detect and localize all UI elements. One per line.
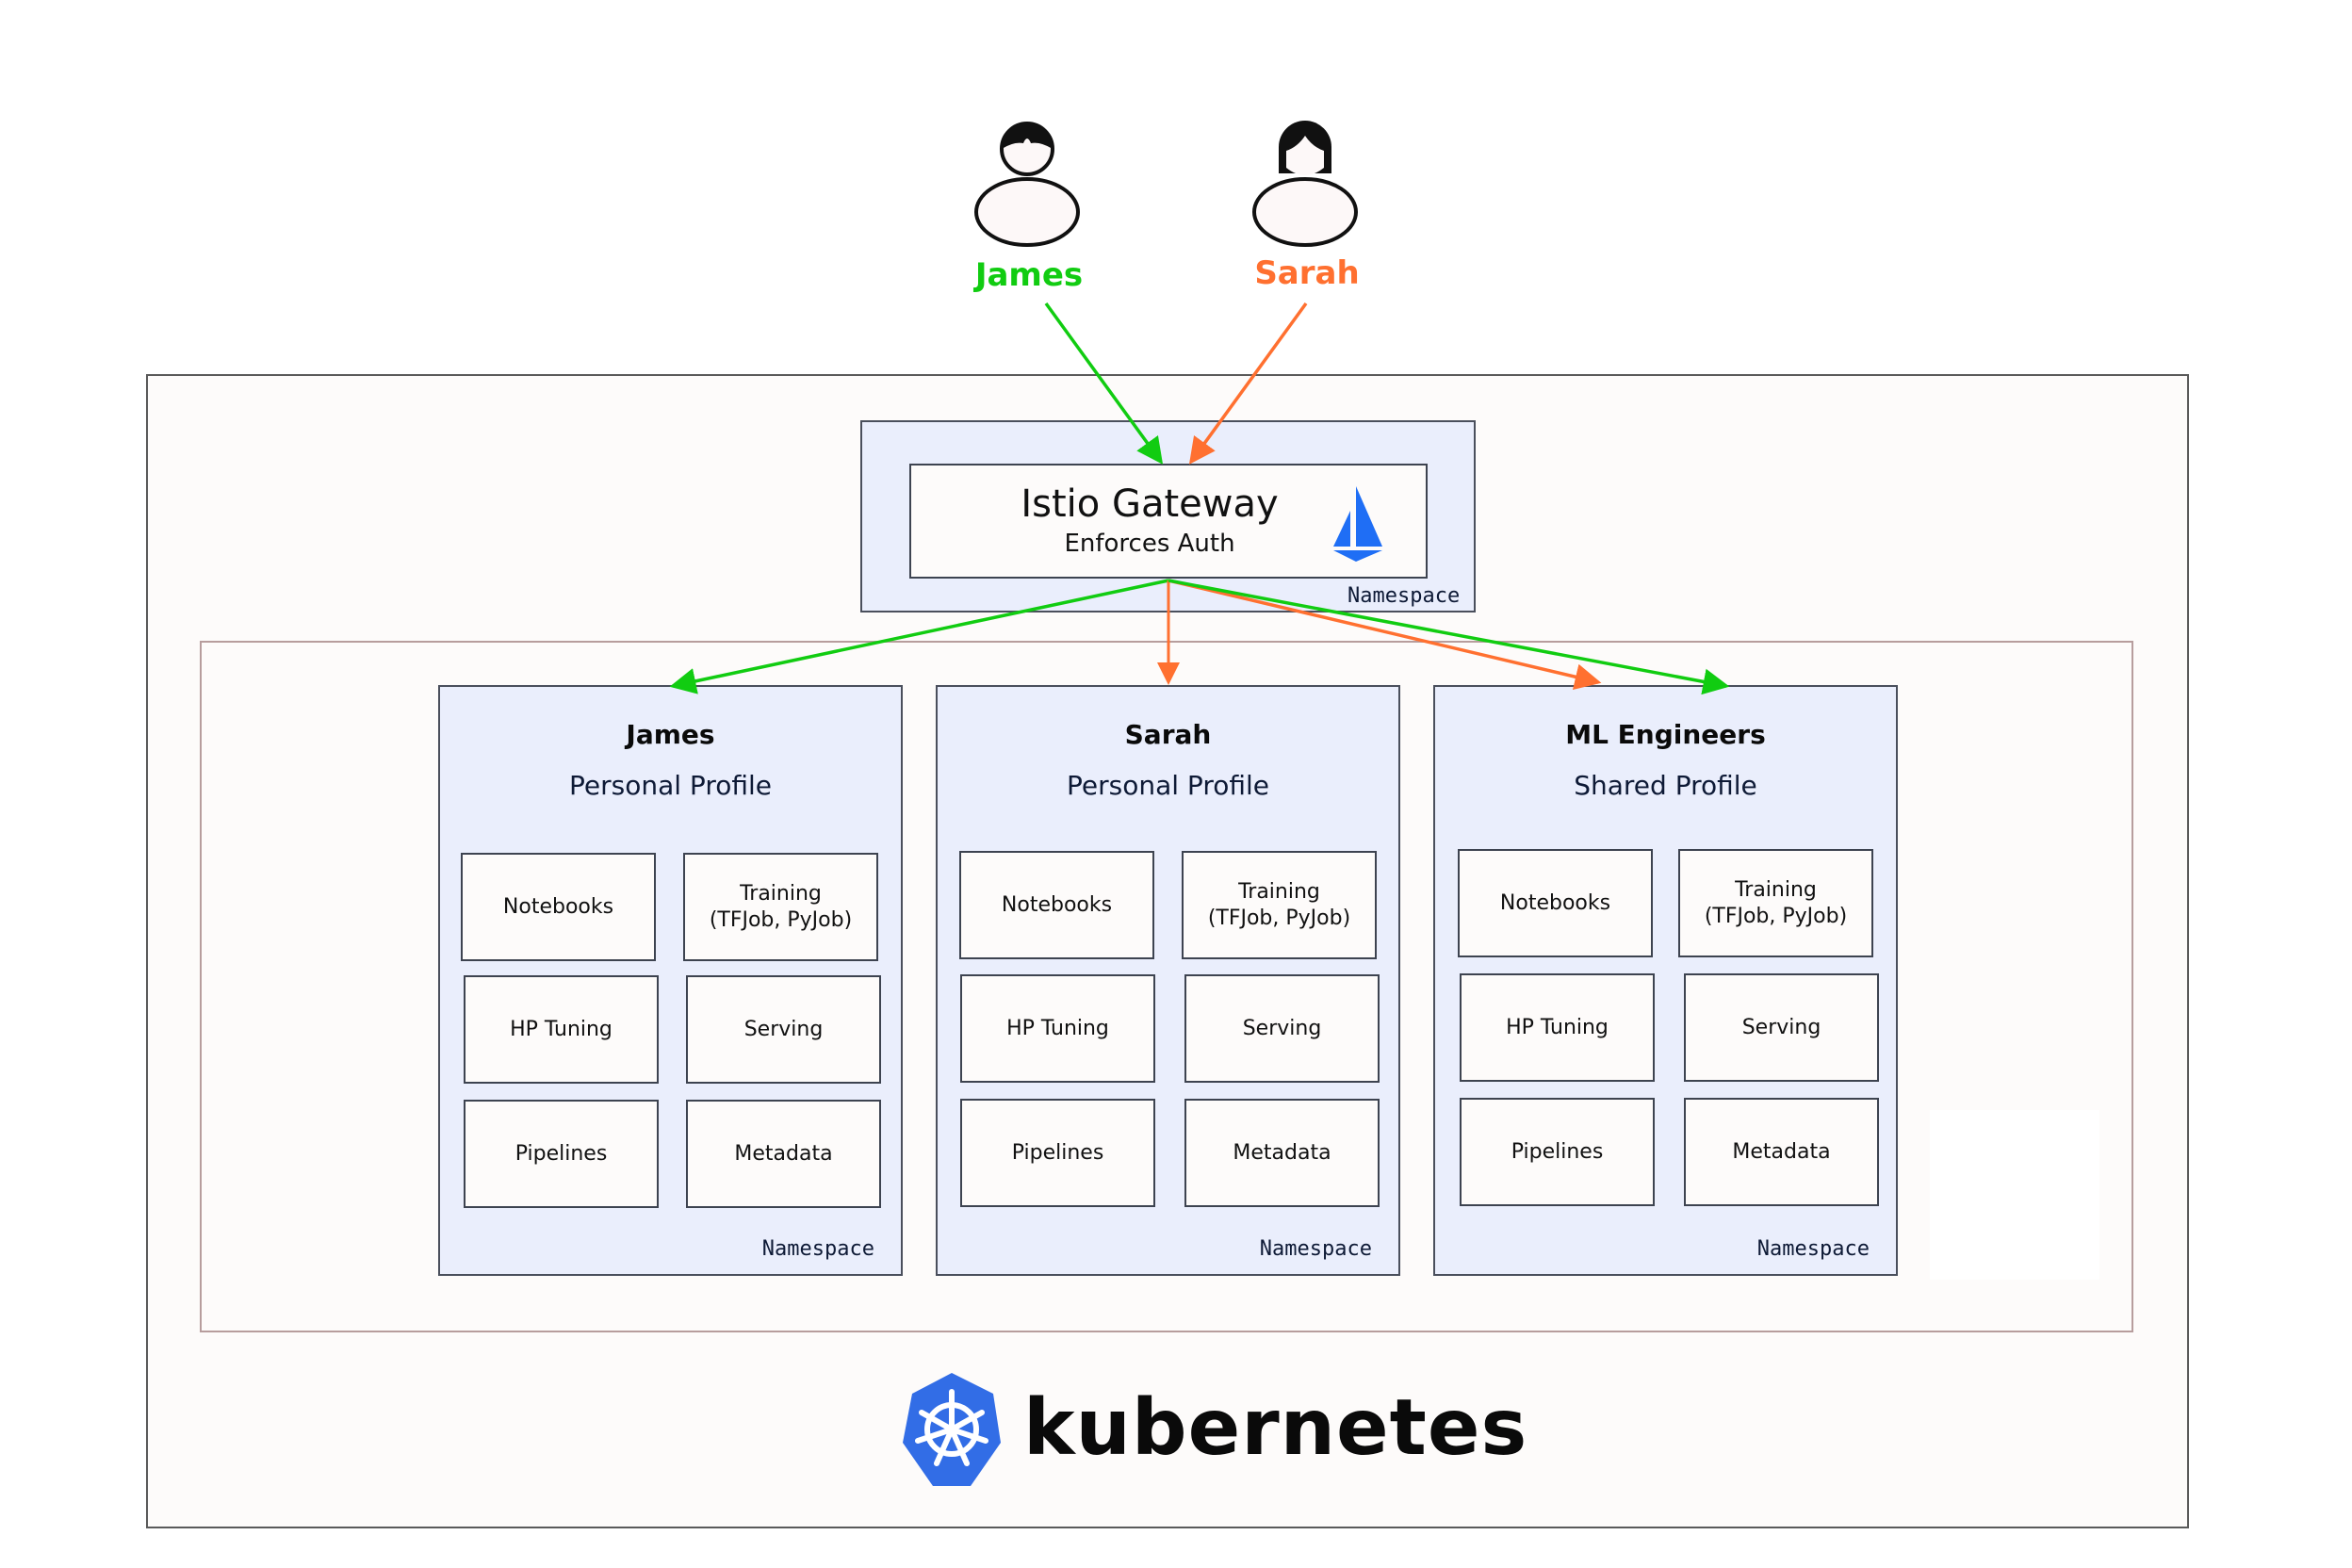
person-female-icon — [1252, 121, 1358, 247]
namespace-label: Namespace — [1756, 1237, 1870, 1261]
profile-type: Personal Profile — [1067, 770, 1269, 801]
component-notebooks[interactable]: Notebooks — [959, 851, 1154, 959]
component-serving[interactable]: Serving — [686, 975, 881, 1084]
component-notebooks[interactable]: Notebooks — [1458, 849, 1653, 957]
gateway-title: Istio Gateway — [1021, 482, 1279, 526]
profile-owner: ML Engineers — [1565, 719, 1766, 750]
component-metadata[interactable]: Metadata — [686, 1100, 881, 1208]
component-serving[interactable]: Serving — [1184, 974, 1380, 1083]
component-pipelines[interactable]: Pipelines — [960, 1099, 1155, 1207]
profile-type: Personal Profile — [569, 770, 772, 801]
component-metadata[interactable]: Metadata — [1184, 1099, 1380, 1207]
gateway-subtitle: Enforces Auth — [1064, 530, 1235, 558]
profile-owner: Sarah — [1124, 719, 1212, 750]
namespace-label: Namespace — [761, 1237, 874, 1261]
user-james-label: James — [974, 256, 1084, 294]
component-hp-tuning[interactable]: HP Tuning — [464, 975, 659, 1084]
kubernetes-helm-icon — [903, 1373, 1001, 1486]
component-hp-tuning[interactable]: HP Tuning — [1460, 973, 1655, 1082]
namespace-label: Namespace — [1259, 1237, 1372, 1261]
component-pipelines[interactable]: Pipelines — [464, 1100, 659, 1208]
profile-sarah[interactable]: Sarah Personal Profile Notebooks Trainin… — [936, 685, 1400, 1276]
profile-james[interactable]: James Personal Profile Notebooks Trainin… — [438, 685, 903, 1276]
istio-gateway-box[interactable] — [909, 464, 1428, 579]
kubernetes-wordmark: kubernetes — [1023, 1383, 1528, 1473]
component-training[interactable]: Training (TFJob, PyJob) — [683, 853, 878, 961]
component-notebooks[interactable]: Notebooks — [461, 853, 656, 961]
user-sarah-label: Sarah — [1254, 254, 1360, 292]
component-serving[interactable]: Serving — [1684, 973, 1879, 1082]
component-training[interactable]: Training (TFJob, PyJob) — [1182, 851, 1377, 959]
component-training[interactable]: Training (TFJob, PyJob) — [1678, 849, 1873, 957]
person-male-icon — [974, 122, 1080, 247]
profile-type: Shared Profile — [1574, 770, 1757, 801]
component-pipelines[interactable]: Pipelines — [1460, 1098, 1655, 1206]
component-metadata[interactable]: Metadata — [1684, 1098, 1879, 1206]
blank-patch — [1930, 1110, 2099, 1280]
component-hp-tuning[interactable]: HP Tuning — [960, 974, 1155, 1083]
profile-ml-engineers[interactable]: ML Engineers Shared Profile Notebooks Tr… — [1433, 685, 1898, 1276]
gateway-namespace-label: Namespace — [1348, 584, 1461, 608]
istio-sail-icon — [1333, 486, 1382, 562]
profile-owner: James — [626, 719, 715, 750]
